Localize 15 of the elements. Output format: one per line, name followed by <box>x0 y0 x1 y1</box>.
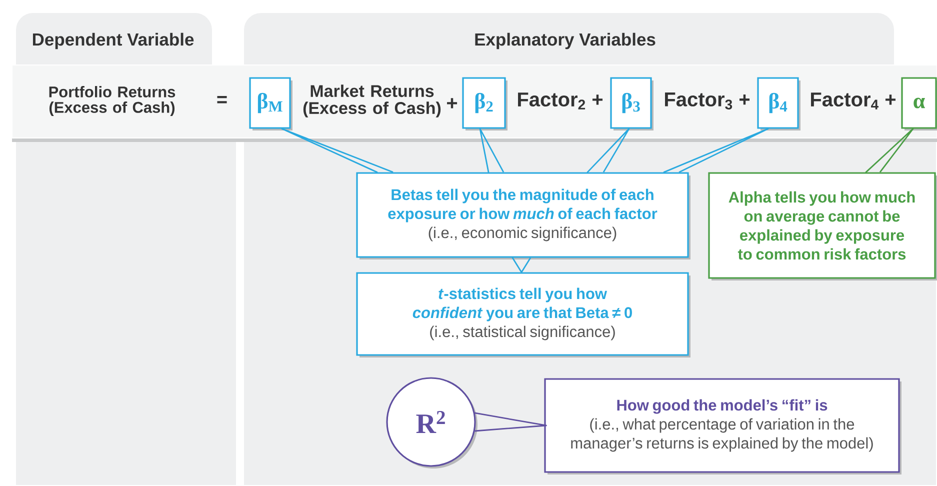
equation-term: Factor$_{3}$ + <box>665 92 750 110</box>
equation-term: Factor$_{4}$ + <box>811 92 896 110</box>
coefficient-box: β$_{2}$ <box>462 77 508 130</box>
equation-term: Portfolio Returns (Excess of Cash) <box>49 86 176 116</box>
callout-box: How good the model’s “fit” is (i.e., what percentage of variation in the manager’s returns is explained by the model) <box>544 378 902 474</box>
callout-box: Betas tell you the magnitude of each exposure or how much of each factor (i.e., economic significance) <box>356 172 690 260</box>
coefficient-box: α <box>901 77 937 130</box>
coefficient-box: β$_{3}$ <box>610 77 654 130</box>
equation-term: = <box>217 96 227 104</box>
equation-term: Factor$_{2}$ + <box>518 92 603 110</box>
equation-term: Market Returns (Excess of Cash) <box>303 84 441 118</box>
callout-box: Alpha tells you how much on average cannot be explained by exposure to common risk factors <box>708 172 937 280</box>
coefficient-box: β$_{4}$ <box>757 77 800 130</box>
callout-box: t-statistics tell you how confident you are that Beta ≠ 0 (i.e., statistical significance) <box>356 272 690 358</box>
coefficient-box: β$_{M}$ <box>249 77 292 130</box>
